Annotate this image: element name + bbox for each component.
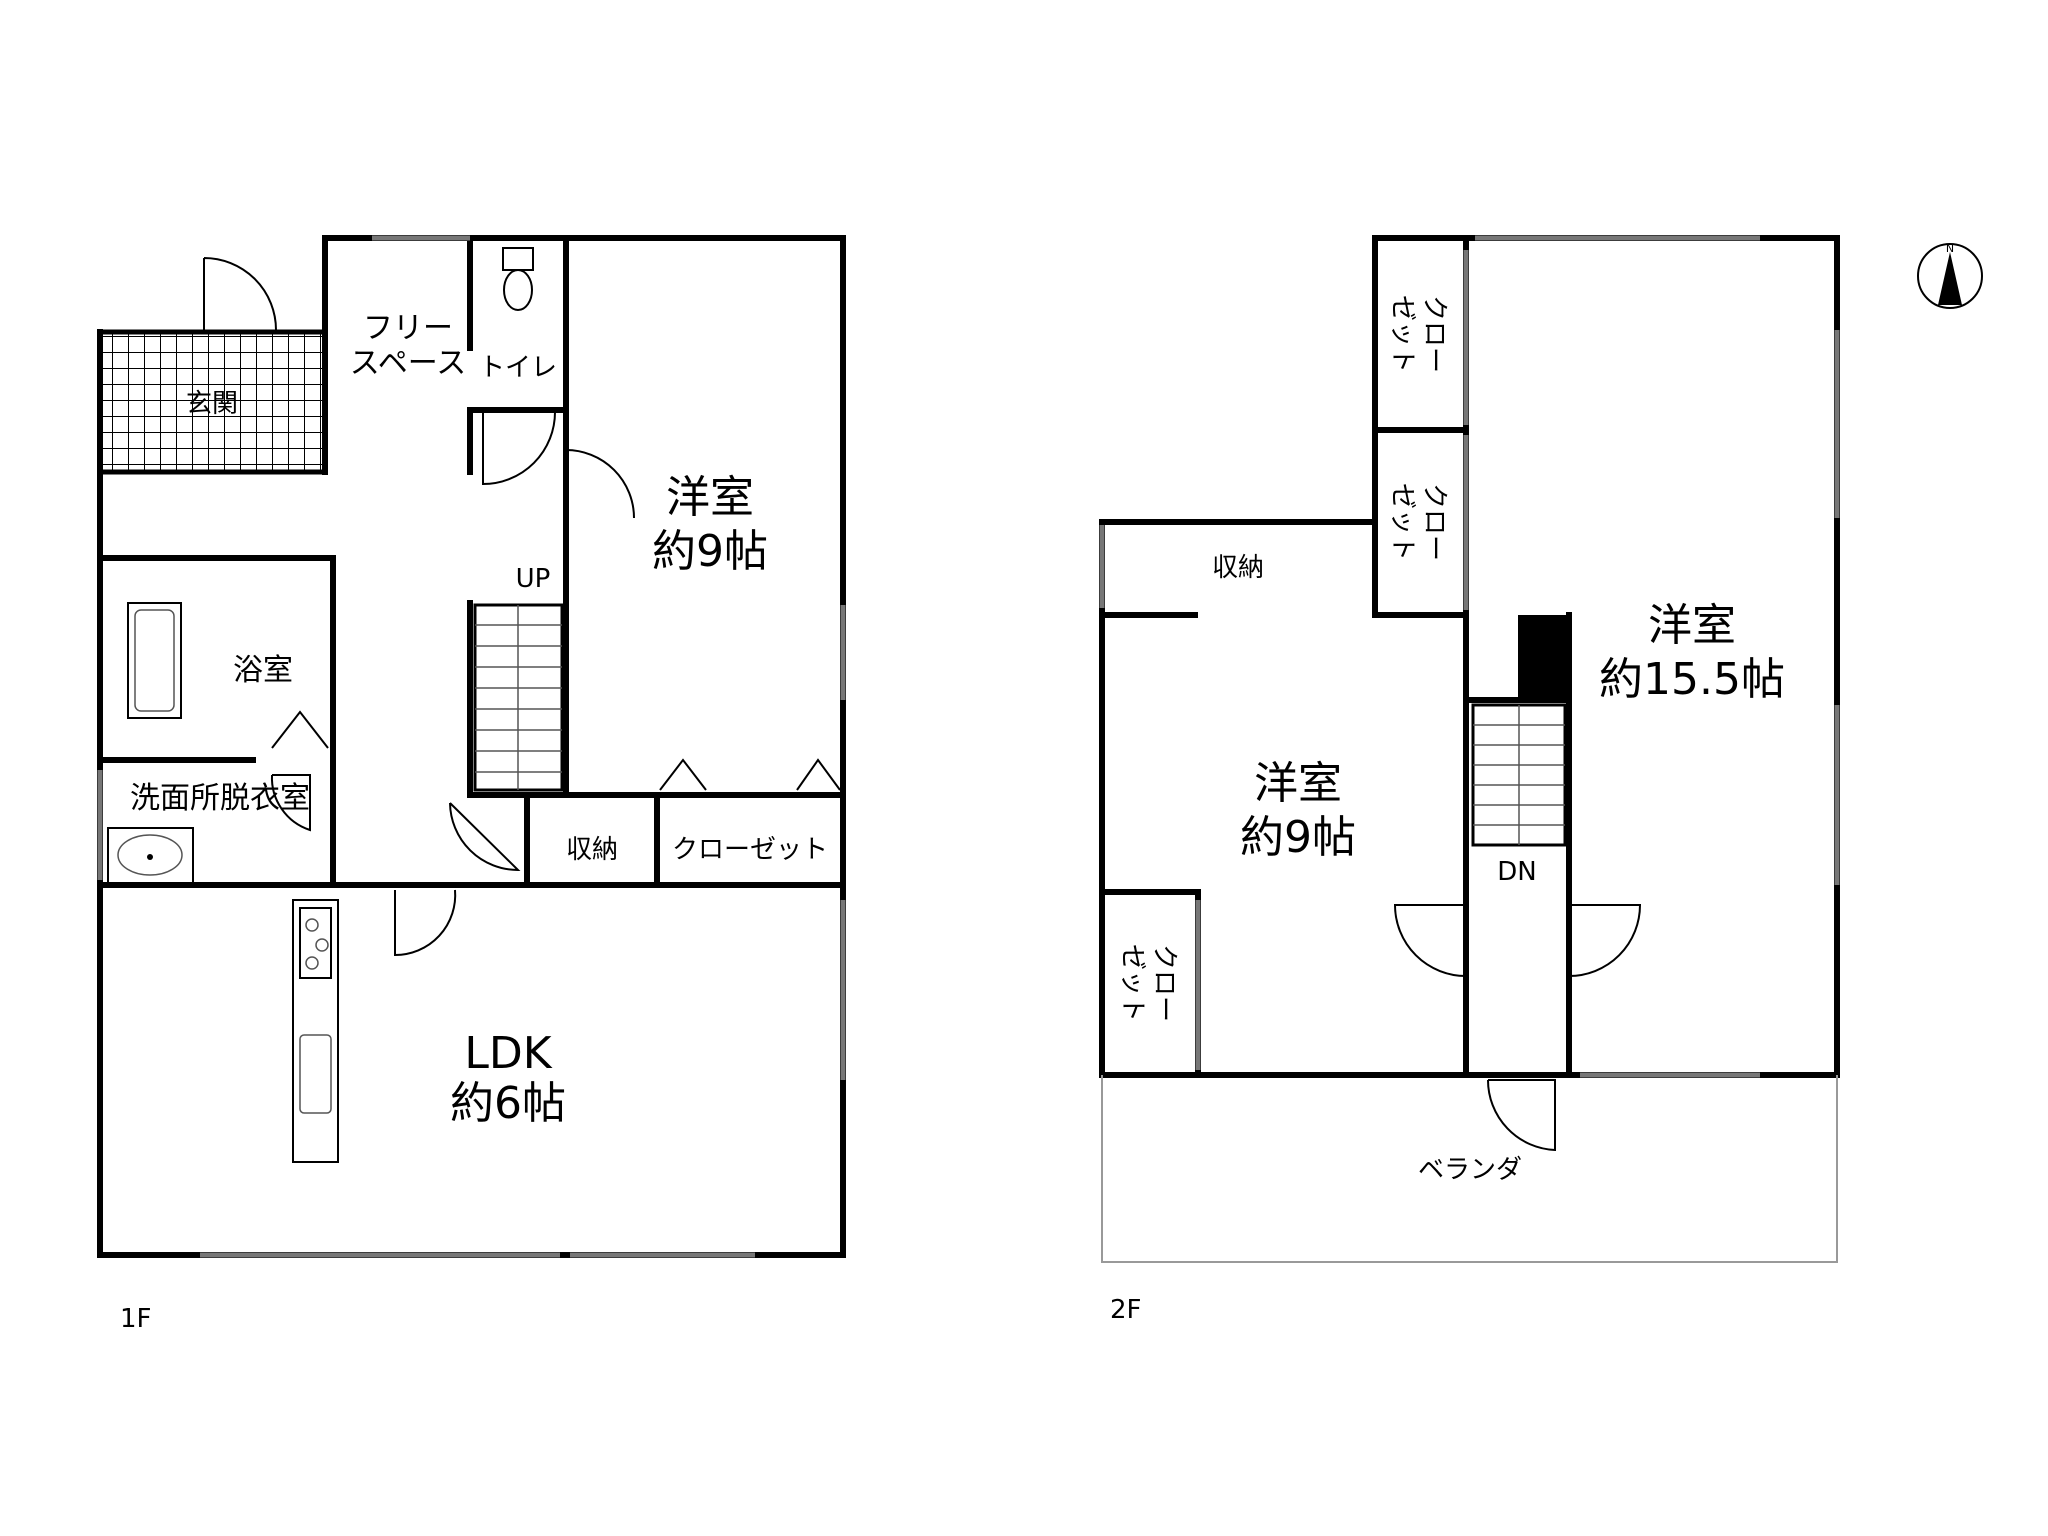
- western-mid-name: 洋室: [1254, 758, 1342, 809]
- svg-text:クロー: クロー: [1419, 483, 1449, 561]
- floor-1-label: 1F: [120, 1304, 152, 1334]
- svg-text:ゼット: ゼット: [1387, 483, 1417, 561]
- closet-middle-label: クロー ゼット: [1387, 483, 1449, 561]
- floor-1-labels: 玄関 フリー スペース トイレ 洋室 約9帖 UP 浴室 洗面所脱衣室 収納 ク…: [120, 311, 828, 1334]
- closet-bottom-label: クロー ゼット: [1117, 944, 1179, 1022]
- ldk-name: LDK: [464, 1028, 552, 1079]
- washroom-label: 洗面所脱衣室: [130, 781, 310, 816]
- western-mid-size: 約9帖: [1240, 812, 1356, 863]
- floor-2-doors: [1393, 904, 1642, 1152]
- floor-2-labels: クロー ゼット クロー ゼット クロー ゼット 収納 洋室 約15.5帖 洋室 …: [1110, 295, 1785, 1325]
- svg-text:N: N: [1946, 242, 1954, 255]
- floor-1-windows: [97, 235, 846, 1258]
- floor-1: 玄関 フリー スペース トイレ 洋室 約9帖 UP 浴室 洗面所脱衣室 収納 ク…: [97, 235, 846, 1334]
- closet-top-label: クロー ゼット: [1387, 295, 1449, 373]
- svg-text:クロー: クロー: [1149, 944, 1179, 1022]
- balcony-label: ベランダ: [1418, 1155, 1522, 1185]
- balcony-outline: [1101, 1075, 1838, 1263]
- floor-2-stairs: [1471, 703, 1567, 847]
- floor-2: クロー ゼット クロー ゼット クロー ゼット 収納 洋室 約15.5帖 洋室 …: [1099, 235, 1983, 1325]
- entrance-label: 玄関: [186, 389, 238, 419]
- svg-text:クロー: クロー: [1419, 295, 1449, 373]
- western-room-name: 洋室: [666, 472, 754, 523]
- kitchen-counter-icon: [292, 899, 339, 1163]
- closet-label: クローゼット: [672, 835, 828, 865]
- svg-text:ゼット: ゼット: [1117, 944, 1147, 1022]
- toilet-label: トイレ: [479, 353, 557, 383]
- western-large-name: 洋室: [1648, 600, 1736, 651]
- western-room-size: 約9帖: [652, 526, 768, 577]
- floor-2-label: 2F: [1110, 1295, 1142, 1325]
- sink-icon: [107, 827, 194, 884]
- floor-1-doors: [203, 257, 841, 957]
- western-large-size: 約15.5帖: [1599, 654, 1785, 705]
- floor-2-windows: [1099, 235, 1840, 1078]
- bath-label: 浴室: [233, 653, 293, 688]
- toilet-icon: [502, 247, 534, 311]
- free-space-label-line1: フリー: [363, 311, 453, 346]
- floor-1-fixtures: [107, 247, 534, 1163]
- storage-label: 収納: [566, 835, 618, 865]
- bathtub-icon: [127, 602, 182, 719]
- free-space-label-line2: スペース: [350, 346, 466, 381]
- stairs-up-label: UP: [516, 564, 551, 594]
- storage-2f-label: 収納: [1212, 553, 1264, 583]
- svg-text:ゼット: ゼット: [1387, 295, 1417, 373]
- dark-pillar: [1518, 615, 1568, 700]
- ldk-size: 約6帖: [450, 1078, 566, 1129]
- stairs-down-label: DN: [1497, 857, 1536, 887]
- north-compass-icon: N: [1917, 242, 1983, 309]
- floor-1-stairs: [473, 603, 564, 792]
